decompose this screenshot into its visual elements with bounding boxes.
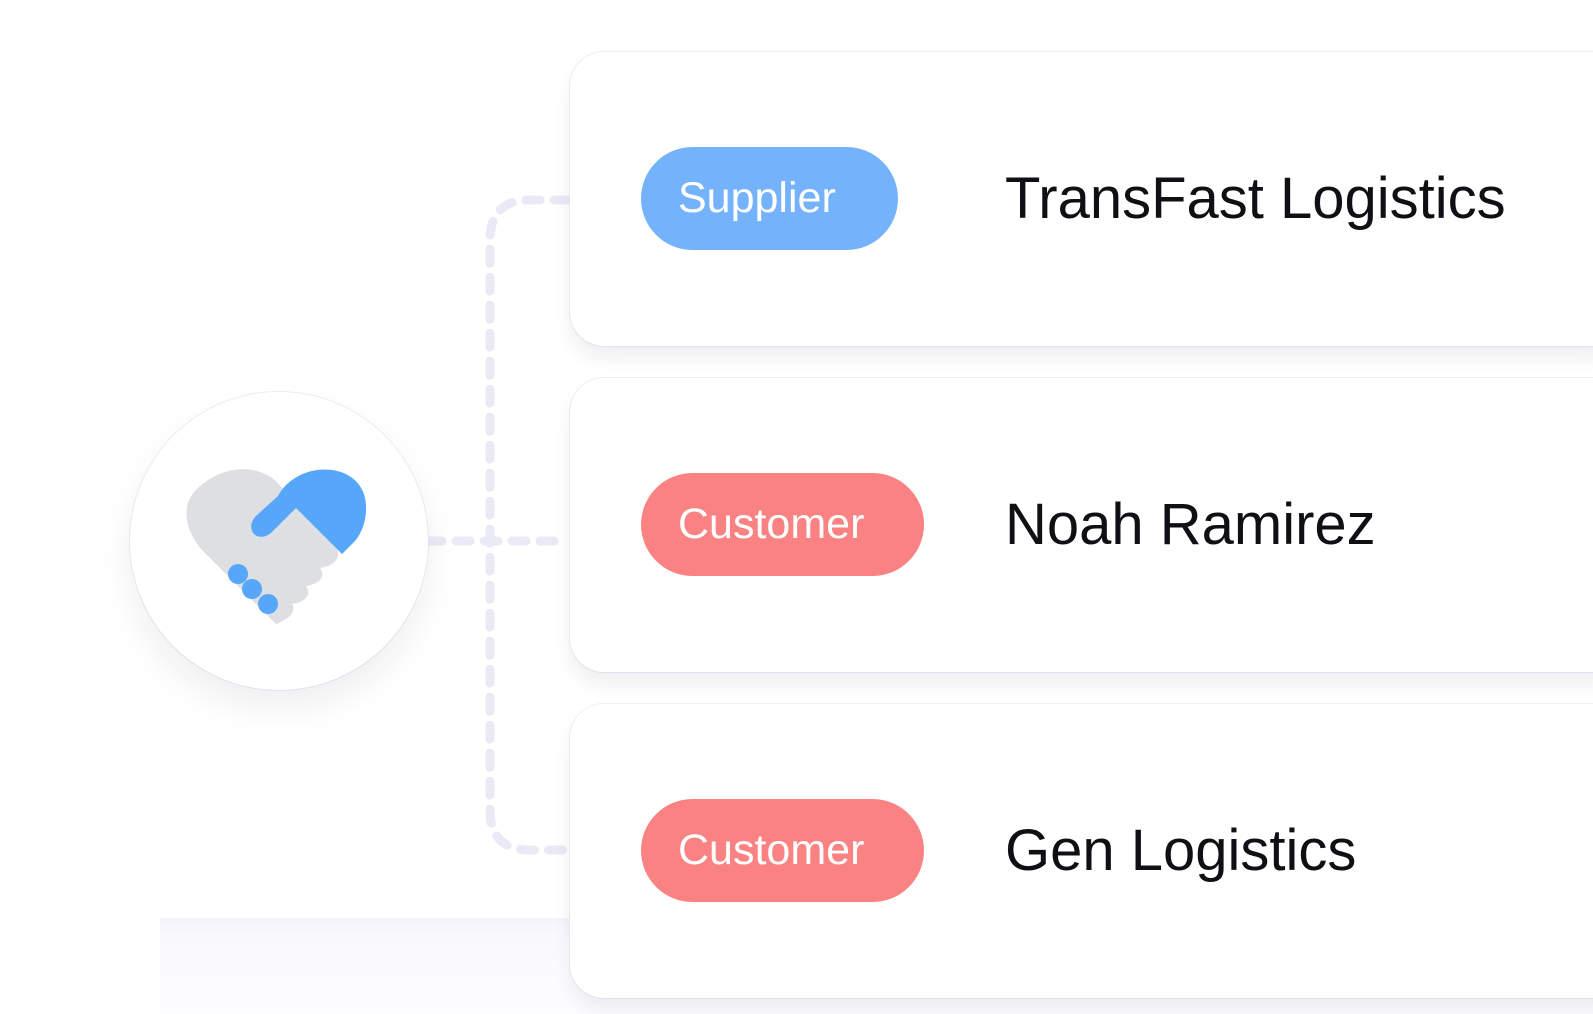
contact-card[interactable]: Supplier TransFast Logistics bbox=[570, 52, 1593, 346]
role-badge-customer: Customer bbox=[641, 799, 924, 902]
role-badge-supplier: Supplier bbox=[641, 147, 898, 250]
hub-circle bbox=[130, 392, 428, 690]
contact-name: TransFast Logistics bbox=[1005, 166, 1506, 231]
contact-name: Noah Ramirez bbox=[1005, 492, 1376, 557]
handshake-heart-icon bbox=[186, 469, 367, 624]
contact-name: Gen Logistics bbox=[1005, 818, 1357, 883]
role-badge-customer: Customer bbox=[641, 473, 924, 576]
contact-card[interactable]: Customer Gen Logistics bbox=[570, 704, 1593, 998]
contact-card[interactable]: Customer Noah Ramirez bbox=[570, 378, 1593, 672]
